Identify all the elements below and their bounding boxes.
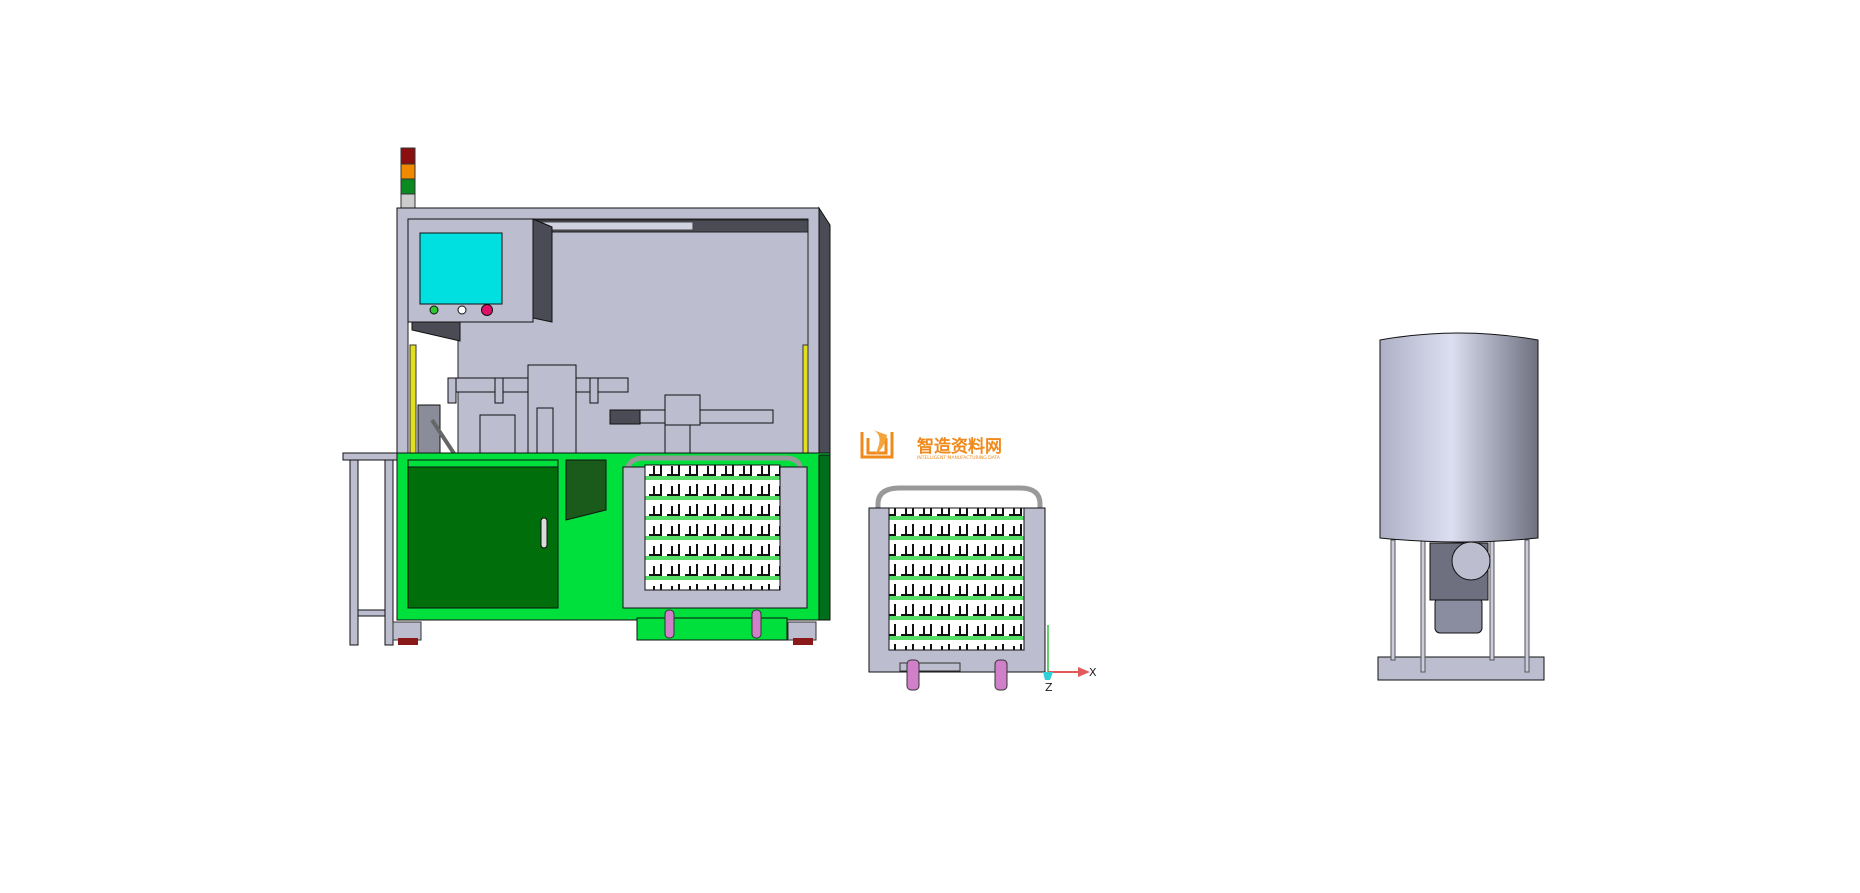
base-plate xyxy=(1377,656,1545,681)
assembly-machine xyxy=(342,147,831,646)
hopper-tank xyxy=(1377,332,1545,681)
door-handle xyxy=(540,517,548,549)
reset-button xyxy=(457,305,467,315)
signal-light-tower xyxy=(400,147,416,209)
cabinet-door xyxy=(407,466,559,609)
parts-cart-docked xyxy=(622,455,808,639)
casters xyxy=(392,621,817,645)
watermark-title: 智造资料网 xyxy=(917,436,1002,457)
z-axis-label: Z xyxy=(1045,681,1053,694)
watermark-subtitle: INTELLIGENT MANUFACTURING DATA xyxy=(917,455,1001,461)
screen xyxy=(419,232,503,305)
parts-cart xyxy=(868,485,1046,691)
start-button xyxy=(429,305,439,315)
emergency-stop-button xyxy=(481,304,493,316)
axis-triad: X Z xyxy=(1043,625,1097,694)
motor xyxy=(1434,597,1483,634)
watermark-logo: 智造资料网 INTELLIGENT MANUFACTURING DATA xyxy=(860,430,1002,461)
hmi-touchscreen xyxy=(407,218,553,342)
x-axis-label: X xyxy=(1089,666,1097,679)
side-table xyxy=(342,452,398,646)
tank-cylinder xyxy=(1379,332,1539,543)
